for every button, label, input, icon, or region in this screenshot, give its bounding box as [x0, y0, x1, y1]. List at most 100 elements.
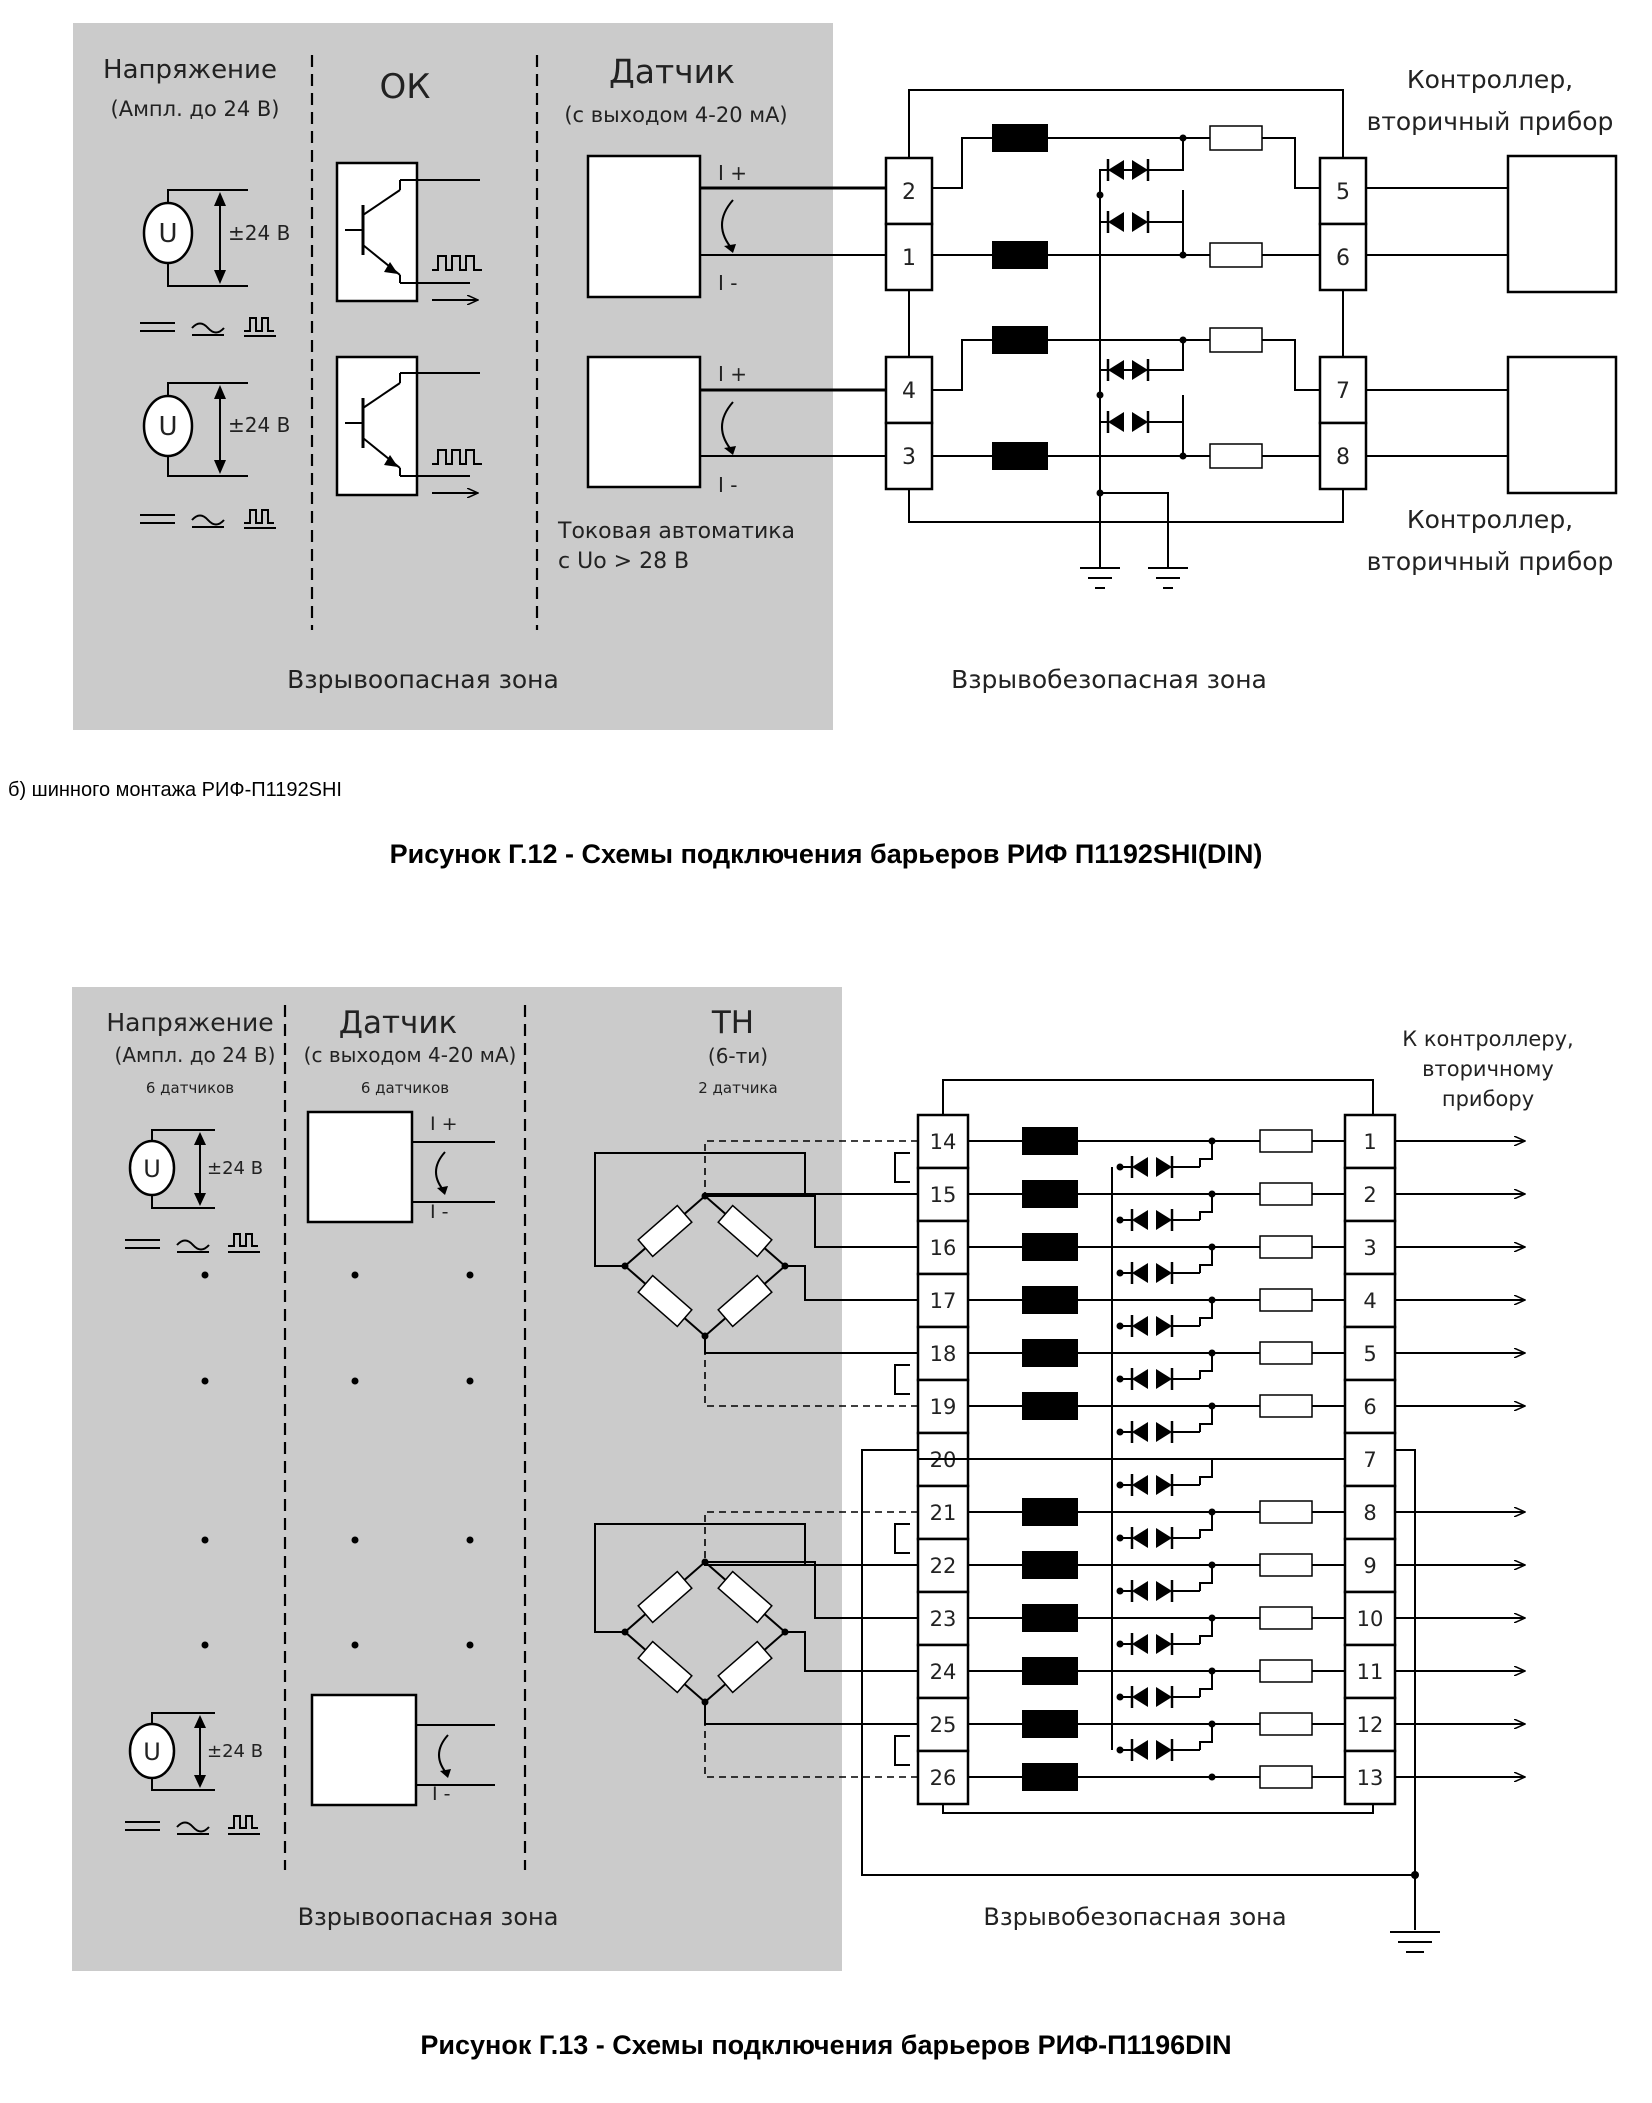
sensor-4-20ma: I + I - — [586, 154, 747, 299]
minus-label: I - — [432, 1783, 451, 1805]
fuse — [1022, 1339, 1078, 1367]
ok-column-title: ОК — [380, 67, 431, 107]
fuse — [1022, 1551, 1078, 1579]
fuse — [1022, 1233, 1078, 1261]
controller-label: вторичный прибор — [1367, 547, 1614, 576]
current-automation-label: Токовая автоматика — [557, 519, 795, 544]
source-u-label: U — [143, 1155, 161, 1183]
resistor-bridge — [594, 1140, 918, 1407]
terminal-number: 26 — [930, 1766, 957, 1790]
sensor-4-20ma: I - — [310, 1693, 495, 1807]
figure-caption: Рисунок Г.12 - Схемы подключения барьеро… — [390, 839, 1263, 869]
ellipsis-dot — [201, 1641, 209, 1649]
ground-icon — [1080, 560, 1120, 589]
right-terminal-block: 5 6 7 8 — [1318, 156, 1368, 491]
terminal-number: 1 — [902, 246, 916, 271]
resistor — [717, 1570, 773, 1624]
zener-diode-pair — [1116, 1353, 1213, 1392]
resistor — [637, 1274, 693, 1328]
fuse — [1022, 1127, 1078, 1155]
hazard-zone-label: Взрывоопасная зона — [298, 1903, 559, 1931]
minus-label: I - — [430, 1201, 449, 1223]
terminal-number: 18 — [930, 1342, 957, 1366]
open-collector-output — [335, 161, 482, 301]
current-automation-uo-label: с Uo > 28 В — [558, 549, 689, 574]
zener-diode-pair — [1116, 1194, 1213, 1233]
plus-label: I + — [430, 1113, 458, 1135]
resistor — [1259, 1394, 1313, 1418]
terminal-number: 10 — [1357, 1607, 1384, 1631]
sensor-4-20ma: I + I - — [586, 355, 747, 497]
voltage-column-subtitle: (Ампл. до 24 В) — [111, 97, 280, 121]
fuse — [1022, 1710, 1078, 1738]
sensor-count: 2 датчика — [698, 1079, 777, 1097]
resistor-bridges — [594, 1140, 918, 1778]
figure-caption: Рисунок Г.13 - Схемы подключения барьеро… — [420, 2030, 1231, 2060]
minus-label: I - — [718, 271, 737, 295]
pm24-label: ±24 В — [207, 1158, 263, 1179]
source-u-label: U — [143, 1738, 161, 1766]
resistor — [717, 1204, 773, 1258]
resistor — [1259, 1129, 1313, 1153]
voltage-source: U ±24 В — [140, 382, 290, 529]
tn-column-title: ТН — [711, 1005, 754, 1041]
resistor — [717, 1640, 773, 1694]
ellipsis-dot — [466, 1271, 474, 1279]
ellipsis-dot — [351, 1377, 359, 1385]
sensor-4-20ma: I + I - — [306, 1110, 495, 1224]
voltage-source: U ±24 В — [140, 189, 290, 337]
terminal-number: 3 — [1363, 1236, 1376, 1260]
resistor — [1259, 1659, 1313, 1683]
terminal-number: 17 — [930, 1289, 957, 1313]
source-u-label: U — [158, 412, 177, 442]
sensor-column-subtitle: (с выходом 4-20 мА) — [304, 1043, 517, 1067]
zener-diode-pair — [1116, 1618, 1213, 1657]
ellipsis-dot — [201, 1536, 209, 1544]
left-terminal-block: 2 1 4 3 — [884, 156, 934, 491]
ellipsis-dot — [351, 1536, 359, 1544]
controller-label: прибору — [1442, 1087, 1534, 1111]
terminal-number: 21 — [930, 1501, 957, 1525]
hazard-zone-background — [73, 23, 833, 730]
terminal-number: 8 — [1336, 445, 1350, 470]
figure-g13: Напряжение (Ампл. до 24 В) 6 датчиков Да… — [72, 987, 1574, 2060]
ground-icon — [1148, 560, 1188, 589]
fuse — [1022, 1763, 1078, 1791]
barrier-channel — [932, 326, 1320, 470]
terminal-number: 4 — [902, 379, 916, 404]
pm24-label: ±24 В — [228, 413, 290, 437]
terminal-number: 6 — [1363, 1395, 1376, 1419]
ellipsis-dot — [466, 1377, 474, 1385]
terminal-number: 16 — [930, 1236, 957, 1260]
terminal-box — [916, 1325, 970, 1382]
terminal-number: 15 — [930, 1183, 957, 1207]
resistor — [717, 1274, 773, 1328]
resistor — [637, 1640, 693, 1694]
safe-zone-label: Взрывобезопасная зона — [951, 665, 1267, 694]
pm24-label: ±24 В — [228, 221, 290, 245]
barrier-channel — [932, 124, 1320, 269]
terminal-number: 3 — [902, 445, 916, 470]
ellipsis-dot — [466, 1641, 474, 1649]
ellipsis-dot — [351, 1271, 359, 1279]
terminal-number: 7 — [1336, 379, 1350, 404]
fuse — [1022, 1657, 1078, 1685]
controller-box — [1506, 154, 1618, 294]
resistor — [1259, 1606, 1313, 1630]
controller-label: Контроллер, — [1407, 65, 1573, 94]
minus-label: I - — [718, 473, 737, 497]
resistor — [1259, 1182, 1313, 1206]
terminal-number: 12 — [1357, 1713, 1384, 1737]
controller-label: Контроллер, — [1407, 505, 1573, 534]
figure-g12: Напряжение (Ампл. до 24 В) ОК Датчик (с … — [8, 23, 1618, 869]
terminal-number: 2 — [1363, 1183, 1376, 1207]
terminal-number: 2 — [902, 180, 916, 205]
sensor-count: 6 датчиков — [146, 1079, 234, 1097]
zener-diode-pair — [1116, 1459, 1213, 1498]
resistor-bridge — [594, 1511, 918, 1778]
zener-diode-pair — [1116, 1141, 1213, 1180]
terminal-box — [916, 1166, 970, 1223]
zener-diode-pair — [1116, 1565, 1213, 1604]
controller-label: вторичный прибор — [1367, 107, 1614, 136]
resistor — [1259, 1765, 1313, 1789]
